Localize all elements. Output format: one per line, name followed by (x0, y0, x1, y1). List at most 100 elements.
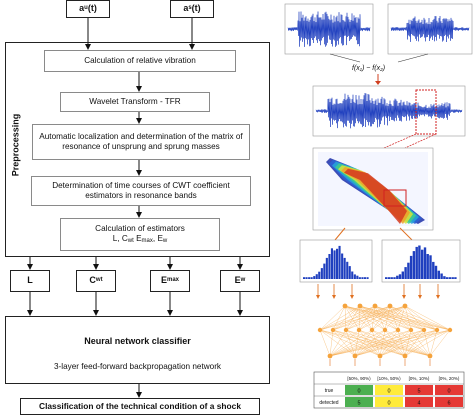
feature-ew-sub: w (240, 277, 246, 284)
histogram-1-bar (341, 253, 344, 279)
histogram-1-bar (320, 268, 323, 279)
scalogram-highlight (383, 189, 407, 207)
arrow-formula-head (375, 81, 381, 85)
histogram-2-bar (421, 249, 424, 279)
estimators-emax: E (136, 233, 142, 243)
connector-as (397, 53, 429, 63)
result-table-cell-fill (345, 397, 373, 407)
histogram-2-bar (437, 270, 440, 279)
histogram-1-bar (353, 274, 356, 279)
relative-vibration-trace (315, 92, 463, 129)
neural-network-graph (317, 303, 453, 366)
result-table-cell-fill (375, 385, 403, 395)
step-relative-vibration: Calculation of relative vibration (44, 50, 236, 72)
histogram-2-bar (404, 267, 407, 279)
histogram-1-bar (348, 266, 351, 279)
nn-edge-hidden-output (329, 329, 399, 357)
nn-edge-input-hidden (358, 305, 376, 331)
nn-edge-input-hidden (404, 305, 425, 331)
nn-edge-hidden-output (429, 329, 438, 357)
nn-edge-input-hidden (374, 305, 386, 331)
nn-edge-hidden-output (429, 329, 451, 357)
nn-edge-hidden-output (397, 329, 431, 357)
nn-edge-input-hidden (344, 305, 386, 331)
feature-arrow-head (436, 295, 440, 299)
histogram-1-bar (305, 277, 308, 279)
histogram-2-bar (409, 255, 413, 279)
nn-edge-hidden-output (410, 329, 431, 357)
nn-edge-input-hidden (371, 305, 391, 331)
nn-output-node (377, 353, 383, 359)
feature-arrow-head (316, 295, 320, 299)
nn-hidden-node (356, 327, 362, 333)
nn-edge-hidden-output (371, 329, 381, 357)
nn-edge-hidden-output (329, 329, 347, 357)
result-table-header-cell: [0%, 10%) (409, 376, 430, 381)
nn-edge-input-hidden (332, 305, 391, 331)
histogram-1-bar (308, 277, 311, 279)
nn-hidden-node (382, 327, 388, 333)
nn-output-node (352, 353, 358, 359)
nn-edge-hidden-output (319, 329, 331, 357)
histogram-1-bar (356, 275, 359, 279)
result-table-row-label: true (325, 388, 334, 394)
histogram-1-bar (323, 263, 326, 279)
nn-edge-hidden-output (329, 329, 334, 357)
feature-down-arrows (316, 284, 440, 299)
histogram-2-bar (393, 277, 396, 279)
feature-emax-label: E (160, 275, 167, 286)
nn-edge-input-hidden (374, 305, 425, 331)
nn-edge-input-hidden (389, 305, 412, 331)
nn-edge-input-hidden (384, 305, 406, 331)
nn-input-node (402, 303, 408, 309)
result-table-header-cell: [0%, 20%) (439, 376, 460, 381)
nn-edge-hidden-output (354, 329, 386, 357)
result-table-cell-fill (405, 385, 433, 395)
histogram-2-bar (434, 265, 438, 279)
signal-au-path (287, 11, 371, 47)
histogram-1-bar (330, 248, 333, 279)
nn-input-node (387, 303, 393, 309)
nn-edge-hidden-output (379, 329, 451, 357)
nn-edge-input-hidden (345, 305, 406, 331)
nn-edge-input-hidden (359, 305, 412, 331)
nn-edge-hidden-output (423, 329, 431, 357)
nn-edge-input-hidden (404, 305, 438, 331)
estimators-wt-sub: wt (127, 237, 134, 244)
histogram-2-bar (423, 247, 427, 279)
nn-edge-hidden-output (358, 329, 431, 357)
nn-hidden-node (434, 327, 440, 333)
nn-hidden-node (343, 327, 349, 333)
histogram-2-bar (451, 277, 454, 279)
nn-edge-hidden-output (404, 329, 451, 357)
feature-arrow-head (332, 295, 336, 299)
nn-edge-hidden-output (371, 329, 406, 357)
nn-edge-input-hidden (389, 305, 451, 331)
nn-edge-input-hidden (319, 305, 406, 331)
nn-edge-input-hidden (359, 305, 399, 331)
nn-edge-hidden-output (358, 329, 406, 357)
histogram-1-bars (303, 245, 369, 279)
feature-ew-label: E (234, 275, 241, 286)
nn-edge-input-hidden (344, 305, 347, 331)
histogram-2-bar (398, 274, 402, 279)
nn-edge-input-hidden (359, 305, 373, 331)
result-table-cell-fill (435, 385, 463, 395)
histogram-2-bar (432, 261, 435, 279)
result-table-cell: 0 (387, 401, 390, 407)
feature-l-label: L (27, 275, 33, 286)
histogram-2-bars (385, 245, 457, 279)
result-table-cell: 0 (387, 389, 390, 395)
histogram-1-bar (358, 277, 361, 279)
nn-output-node (327, 353, 333, 359)
estimators-list: L, Cwt Emax, Ew (112, 233, 168, 244)
nn-edge-input-hidden (374, 305, 438, 331)
nn-edge-hidden-output (379, 329, 412, 357)
step-wavelet-transform: Wavelet Transform - TFR (60, 92, 210, 112)
result-table-cell: 5 (417, 389, 420, 395)
nn-subtitle: 3-layer feed-forward backpropagation net… (53, 362, 222, 371)
nn-input-node (372, 303, 378, 309)
